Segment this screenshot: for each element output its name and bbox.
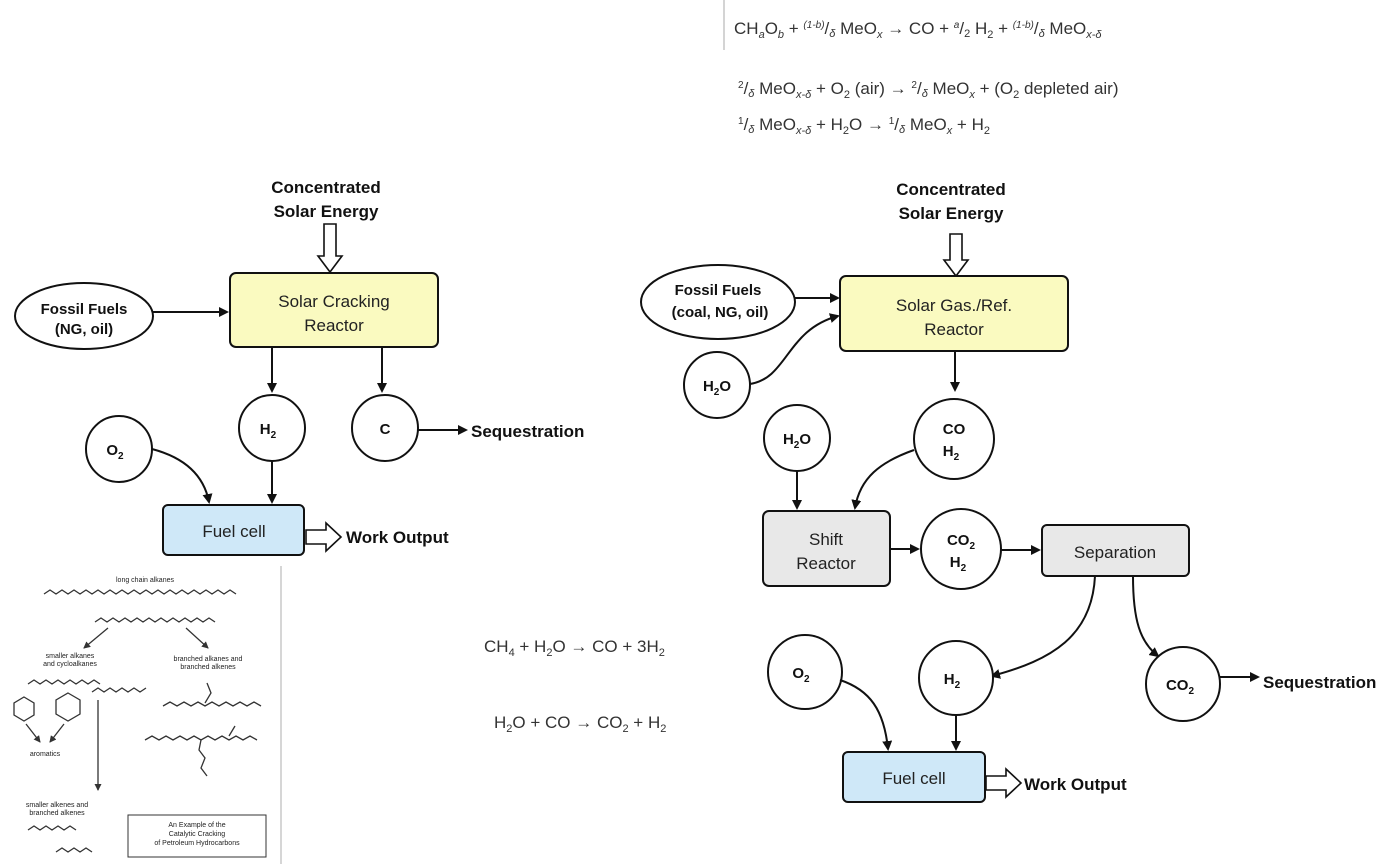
left-fuel-cell — [162, 504, 305, 556]
right-co2-label: CO2 — [1166, 677, 1195, 697]
right-solar-input-arrow — [942, 233, 970, 278]
right-separation — [1041, 524, 1190, 577]
right-h2o-node-b — [763, 404, 831, 472]
aromatic-arrow-1 — [25, 723, 41, 743]
right-h2o-label-a: H2O — [703, 378, 731, 398]
branch-1 — [204, 682, 212, 704]
right-co2-h2-node — [920, 508, 1002, 590]
inset-aromatics-label: aromatics — [30, 751, 61, 758]
left-h2-node — [238, 394, 306, 462]
equation-5: H2O + CO → CO2 + H2 — [494, 713, 666, 735]
right-o2-label: O2 — [792, 665, 810, 685]
left-o2-node — [85, 415, 153, 483]
right-h2o-node-a — [683, 351, 751, 419]
right-o2-node — [767, 634, 843, 710]
right-h2-node — [918, 640, 994, 716]
right-fossil-fuel-node — [640, 264, 796, 340]
right-sequestration-label: Sequestration — [1263, 673, 1376, 692]
left-solar-cracking-reactor — [229, 272, 439, 348]
equation-1: CHaOb + (1-b)/δ MeOx → CO + a/2 H2 + (1-… — [734, 19, 1102, 41]
left-work-output-arrow — [305, 521, 343, 553]
right-fuel-cell-label: Fuel cell — [882, 769, 945, 788]
equation-2: 2/δ MeOx-δ + O2 (air) → 2/δ MeOx + (O2 d… — [738, 79, 1119, 101]
left-carbon-node — [351, 394, 419, 462]
branch-3 — [228, 725, 236, 737]
aromatic-ring-1 — [13, 696, 35, 722]
branched-alkane-2 — [144, 735, 258, 741]
small-alkene-3 — [55, 847, 93, 853]
inset-title: long chain alkanes — [116, 577, 174, 584]
right-h2-label: H2 — [944, 671, 961, 691]
left-work-output-label: Work Output — [346, 528, 449, 547]
equation-3: 1/δ MeOx-δ + H2O → 1/δ MeOx + H2 — [738, 115, 990, 137]
small-alkene — [91, 687, 147, 693]
right-o2-to-fuelcell-arrow — [839, 679, 893, 751]
right-work-output-arrow — [985, 767, 1023, 799]
left-fossil-fuel-label: Fossil Fuels(NG, oil) — [41, 301, 128, 338]
branch-2 — [198, 739, 208, 777]
left-h2-label: H2 — [260, 421, 277, 441]
small-alkene-2 — [27, 825, 77, 831]
inset-arrow-left — [83, 627, 109, 649]
right-fuel-cell — [842, 751, 986, 803]
left-o2-label: O2 — [106, 442, 124, 462]
left-fossil-fuel-node — [14, 282, 154, 350]
left-sequestration-label: Sequestration — [471, 422, 584, 441]
branched-alkane-1 — [162, 701, 262, 707]
left-carbon-label: C — [380, 421, 391, 438]
aromatic-arrow-2 — [49, 723, 65, 743]
medium-chain-alkane — [94, 617, 216, 623]
right-separation-to-h2-arrow — [990, 575, 1096, 679]
right-h2o-to-reactor-arrow — [749, 313, 840, 385]
right-separation-label: Separation — [1074, 543, 1156, 562]
right-work-output-label: Work Output — [1024, 775, 1127, 794]
small-alkane — [27, 679, 101, 685]
left-o2-to-fuelcell-arrow — [151, 448, 213, 504]
right-separation-to-co2-arrow — [1132, 575, 1160, 658]
left-solar-input-arrow — [316, 223, 344, 274]
inset-arrow-right — [185, 627, 209, 649]
aromatic-ring-2 — [55, 692, 81, 722]
right-co2-node — [1145, 646, 1221, 722]
left-fuel-cell-label: Fuel cell — [202, 522, 265, 541]
long-chain-alkane — [43, 589, 237, 595]
equation-4: CH4 + H2O → CO + 3H2 — [484, 637, 665, 659]
right-co-h2-node — [913, 398, 995, 480]
right-reactor-label: Solar Gas./Ref.Reactor — [896, 296, 1012, 339]
inset-caption-box — [127, 814, 267, 858]
right-fossil-fuel-label: Fossil Fuels(coal, NG, oil) — [672, 282, 769, 321]
right-h2o-label-b: H2O — [783, 431, 811, 451]
right-syngas-to-shift-arrow — [851, 449, 915, 510]
